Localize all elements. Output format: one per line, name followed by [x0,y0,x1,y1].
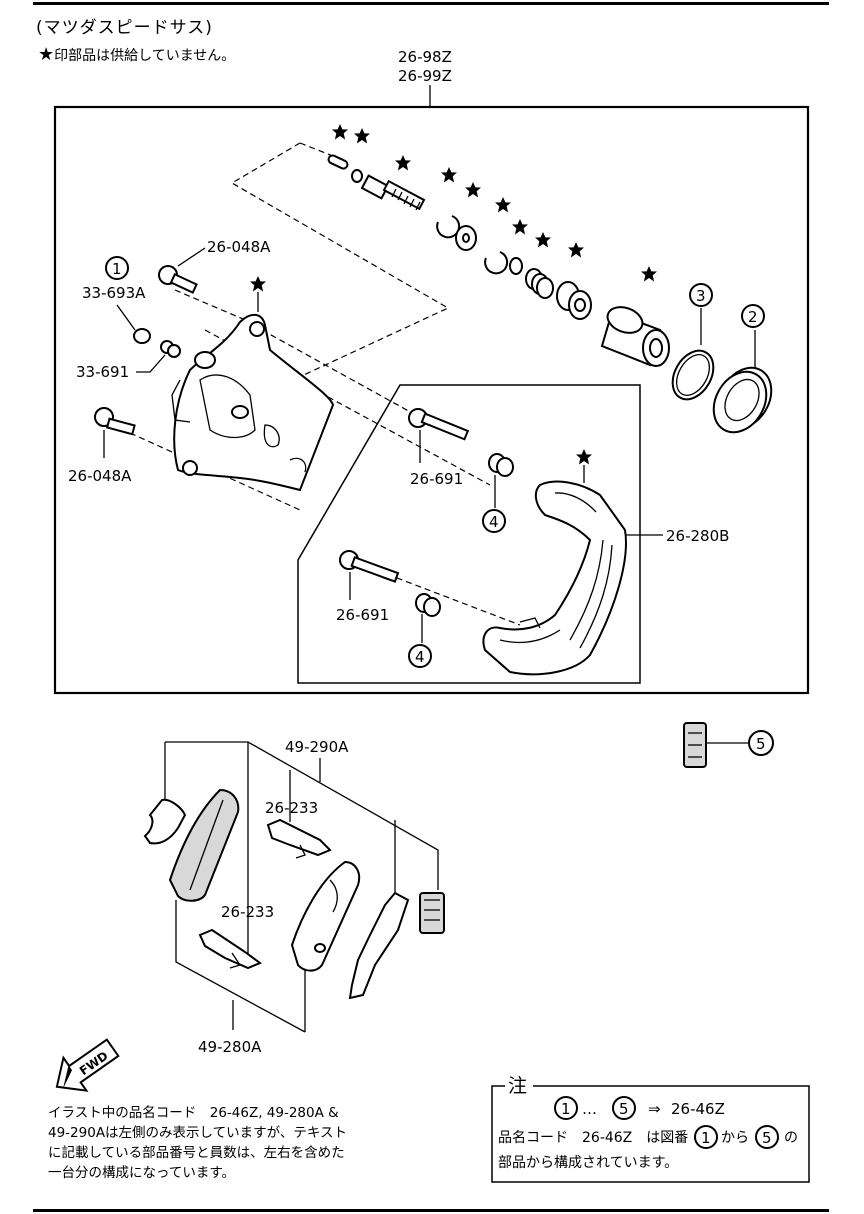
circle-4-bottom-number: 4 [415,648,425,666]
top-border [33,2,829,5]
memo-range-from: 1 [561,1100,571,1118]
circle-1-number: 1 [112,260,122,278]
slide-pin [360,174,426,211]
circle-5-number: 5 [756,735,766,753]
snap-ring-lower [484,251,509,275]
label-bolt-bottom: 26-048A [68,467,132,485]
star-note: ★印部品は供給していません。 [38,44,235,65]
memo-arrow: ⇒ [648,1100,661,1118]
snap-ring-upper [436,215,461,239]
memo-range-code: 26-46Z [671,1100,725,1118]
bleeder-cap [133,328,151,344]
caliper-assembly-frame [53,105,810,695]
memo-box [491,1085,810,1183]
pad-set-bracket-upper [165,741,439,890]
label-clip-upper: 26-233 [265,799,318,817]
circle-4-top-number: 4 [489,513,499,531]
circle-3-number: 3 [696,287,706,305]
memo-range-dots: … [582,1100,597,1118]
memo-line2-circled-from [694,1125,718,1149]
brake-pad-inner [290,860,361,972]
circled-number-icon-2 [741,304,765,328]
pad-wear-chip [683,722,707,768]
memo-line3: 部品から構成されています。 [498,1155,678,1171]
bleeder-screw [160,340,181,358]
pin-boot-top [488,453,514,477]
label-bleeder-cap: 33-693A [82,284,146,302]
memo-line2-b: から [721,1130,749,1146]
memo-range-to: 5 [619,1100,629,1118]
circled-number-icon-5 [748,730,774,756]
pad-clip-lower [198,928,263,970]
caliper-bolt-top [158,265,198,294]
memo-circled-from [554,1096,578,1120]
bracket-subassembly-frame [297,384,641,684]
anti-squeal-shim [419,892,445,934]
memo-line2-from: 1 [701,1129,711,1147]
memo-title: 注 [508,1075,527,1097]
footer-note-line-4: 一台分の構成になっています。 [48,1165,235,1181]
footer-note: イラスト中の品名コード 26-46Z, 49-280A & 49-290Aは左側… [48,1103,347,1183]
dust-boot [712,366,773,434]
pad-shim-outer [143,798,187,845]
label-clip-lower: 26-233 [221,903,274,921]
piston [600,306,670,367]
footer-note-line-3: に記載している部品番号と員数は、左右を含めた [48,1145,345,1161]
circled-number-icon-4-bottom [408,644,432,668]
memo-circled-to [612,1096,636,1120]
label-caliper-assy-2: 26-99Z [398,67,452,85]
label-bleeder-screw: 33-691 [76,363,129,381]
mounting-bracket [482,480,627,676]
memo-line2-c: の [784,1130,798,1146]
circled-number-icon-1 [105,256,129,280]
star-icon: ★ [38,44,55,65]
guide-pin-top [408,408,470,441]
adjuster-bushing [556,281,592,320]
label-bolt-top: 26-048A [207,238,271,256]
bottom-border [33,1209,829,1212]
brake-pad-outer [168,788,240,902]
pad-clip-upper [266,818,332,859]
label-pad-set-lower: 49-280A [198,1038,262,1056]
pad-set-bracket-lower [175,900,306,1033]
memo-line2-circled-to [755,1125,779,1149]
washer-lower [509,257,523,275]
fwd-arrow-icon: FWD [55,1038,120,1092]
star-note-text: 印部品は供給していません。 [54,48,236,64]
memo-line2-a: 品名コード 26-46Z は図番 [498,1130,688,1146]
pad-shim-inner [348,891,410,1000]
label-caliper-assy-1: 26-98Z [398,48,452,66]
guide-pin-bottom [339,550,400,583]
memo-line2-to: 5 [762,1129,772,1147]
label-guide-pin-top: 26-691 [410,470,463,488]
page-title: (マツダスピードサス) [36,18,213,38]
caliper-bolt-bottom [94,407,136,436]
spring [525,268,554,299]
label-mounting-bracket: 26-280B [666,527,729,545]
circle-2-number: 2 [748,308,758,326]
label-guide-pin-bottom: 26-691 [336,606,389,624]
circled-number-icon-4-top [482,509,506,533]
small-o-ring [351,169,363,183]
footer-note-line-2: 49-290Aは左側のみ表示していますが、テキスト [48,1125,347,1141]
caliper-body [171,313,335,492]
piston-seal [671,349,715,401]
pin-boot-bottom [415,593,441,617]
footer-note-line-1: イラスト中の品名コード 26-46Z, 49-280A & [48,1105,339,1121]
label-pad-set-upper: 49-290A [285,738,349,756]
rubber-pin [327,154,349,170]
circled-number-icon-3 [689,283,713,307]
